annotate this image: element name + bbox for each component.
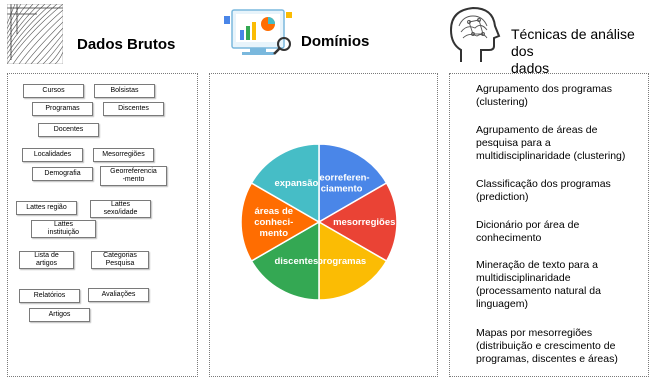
pie-slice-4	[240, 181, 321, 263]
raw-box-relatorios: Relatórios	[19, 289, 80, 303]
raw-box-lattes-regiao: Lattes região	[16, 201, 77, 215]
pie-label-3: discentes	[274, 256, 318, 267]
pie-label-0: georreferen-ciamento	[314, 172, 370, 194]
techniques-title: Técnicas de análise dos dados	[511, 26, 635, 76]
raw-box-discentes: Discentes	[103, 102, 164, 116]
pie-slice-5	[250, 143, 320, 224]
raw-box-lista-artigos: Lista de artigos	[19, 251, 74, 269]
brain-head-icon	[447, 4, 501, 64]
pie-slice-0	[318, 143, 388, 224]
raw-box-programas: Programas	[32, 102, 93, 116]
raw-box-bolsistas: Bolsistas	[94, 84, 155, 98]
technique-clustering-programs: Agrupamento dos programas (clustering)	[476, 83, 612, 108]
technique-dictionary: Dicionário por área de conhecimento	[476, 219, 580, 244]
domains-pie: georreferen-ciamento mesorregiões programa…	[240, 143, 398, 301]
pie-label-2: programas	[317, 256, 366, 267]
raw-box-avaliacoes: Avaliações	[88, 288, 149, 302]
raw-box-categorias-pesquisa: Categorias Pesquisa	[91, 251, 149, 269]
raw-box-artigos: Artigos	[29, 308, 90, 322]
pie-label-1: mesorregiões	[333, 217, 395, 228]
raw-data-icon	[6, 3, 64, 65]
pie-slice-2	[318, 220, 388, 301]
technique-classification: Classificação dos programas (prediction)	[476, 178, 611, 203]
raw-box-lattes-sexo-idade: Lattes sexo/idade	[90, 200, 151, 218]
raw-data-title: Dados Brutos	[77, 36, 176, 53]
raw-box-lattes-instituicao: Lattes instituição	[31, 220, 96, 238]
pie-slice-1	[317, 181, 398, 263]
raw-box-mesorregioes: Mesorregiões	[93, 148, 154, 162]
technique-text-mining: Mineração de texto para a multidisciplin…	[476, 259, 601, 310]
raw-box-docentes: Docentes	[38, 123, 99, 137]
domains-icon	[224, 6, 292, 58]
raw-box-georreferenciamento: Georreferencia -mento	[100, 166, 167, 186]
technique-regional-maps: Mapas por mesorregiões (distribuição e c…	[476, 327, 618, 365]
technique-clustering-areas: Agrupamento de áreas de pesquisa para a …	[476, 124, 626, 162]
raw-box-demografia: Demografia	[32, 167, 93, 181]
raw-box-cursos: Cursos	[23, 84, 84, 98]
pie-label-5: expansão	[274, 178, 318, 189]
pie-slice-3	[250, 220, 320, 301]
raw-box-localidades: Localidades	[22, 148, 83, 162]
domains-title: Domínios	[301, 33, 370, 50]
